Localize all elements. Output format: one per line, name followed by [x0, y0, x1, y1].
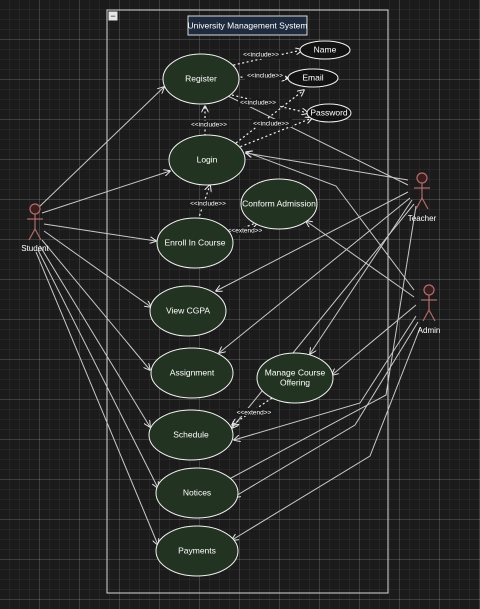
use-case-enroll-in-course-label: Enroll In Course — [165, 237, 226, 247]
use-case-assignment[interactable]: Assignment — [150, 347, 234, 399]
use-case-login[interactable]: Login — [168, 134, 246, 186]
collapse-glyph[interactable]: − — [110, 11, 115, 21]
dependency-labels: <<include>> <<include>> <<include>> <<in… — [188, 51, 292, 417]
use-case-view-cgpa-label: View CGPA — [166, 305, 210, 315]
attribute-password[interactable]: Password — [306, 103, 352, 123]
student-associations — [35, 87, 170, 545]
actor-student-icon — [29, 203, 41, 215]
actor-teacher-icon — [416, 172, 428, 184]
actor-student-label: Student — [21, 244, 49, 253]
teacher-associations — [216, 95, 417, 485]
use-case-schedule[interactable]: Schedule — [148, 409, 234, 461]
include-label-email: <<include>> — [247, 73, 283, 80]
attribute-password-label: Password — [310, 107, 348, 117]
use-case-payments-label: Payments — [178, 545, 216, 555]
include-label-login-attrs: <<include>> — [253, 121, 289, 128]
collapse-toggle[interactable] — [108, 11, 118, 21]
use-case-manage-course-offering[interactable]: Manage Course Offering — [256, 352, 334, 404]
use-case-register[interactable]: Register — [162, 53, 240, 105]
actor-teacher-label: Teacher — [408, 214, 437, 223]
use-case-view-cgpa[interactable]: View CGPA — [149, 285, 227, 337]
actor-admin[interactable]: Admin — [418, 284, 441, 335]
extend-label-schedule: <<extend>> — [237, 410, 272, 417]
use-case-notices[interactable]: Notices — [155, 467, 239, 519]
use-case-register-label: Register — [185, 73, 217, 83]
extend-label-admission: <<extend>> — [228, 228, 263, 235]
attribute-name-label: Name — [314, 44, 337, 54]
attribute-email[interactable]: Email — [287, 68, 339, 88]
include-label-enroll-login: <<include>> — [190, 201, 226, 208]
actor-admin-icon — [423, 284, 435, 296]
use-case-enroll-in-course[interactable]: Enroll In Course — [156, 217, 234, 269]
use-case-conform-admission-label: Conform Admission — [242, 198, 316, 208]
use-case-schedule-label: Schedule — [173, 429, 209, 439]
use-case-payments[interactable]: Payments — [155, 525, 239, 577]
use-case-notices-label: Notices — [183, 487, 211, 497]
actor-teacher[interactable]: Teacher — [408, 172, 437, 223]
use-case-manage-course-label-1: Manage Course — [265, 367, 326, 377]
admin-associations — [232, 152, 421, 540]
include-label-login-register: <<include>> — [191, 122, 227, 129]
use-case-manage-course-label-2: Offering — [280, 377, 310, 387]
attribute-name[interactable]: Name — [299, 40, 351, 60]
use-case-login-label: Login — [197, 154, 218, 164]
use-case-assignment-label: Assignment — [170, 367, 215, 377]
actor-admin-label: Admin — [418, 326, 441, 335]
actor-student[interactable]: Student — [21, 203, 50, 253]
attribute-email-label: Email — [302, 72, 323, 82]
system-title: University Management System — [188, 20, 308, 30]
include-label-name: <<include>> — [243, 52, 279, 59]
include-label-password: <<include>> — [240, 100, 276, 107]
use-case-conform-admission[interactable]: Conform Admission — [240, 178, 318, 230]
system-boundary[interactable] — [106, 9, 389, 594]
system-title-box[interactable] — [187, 15, 308, 36]
